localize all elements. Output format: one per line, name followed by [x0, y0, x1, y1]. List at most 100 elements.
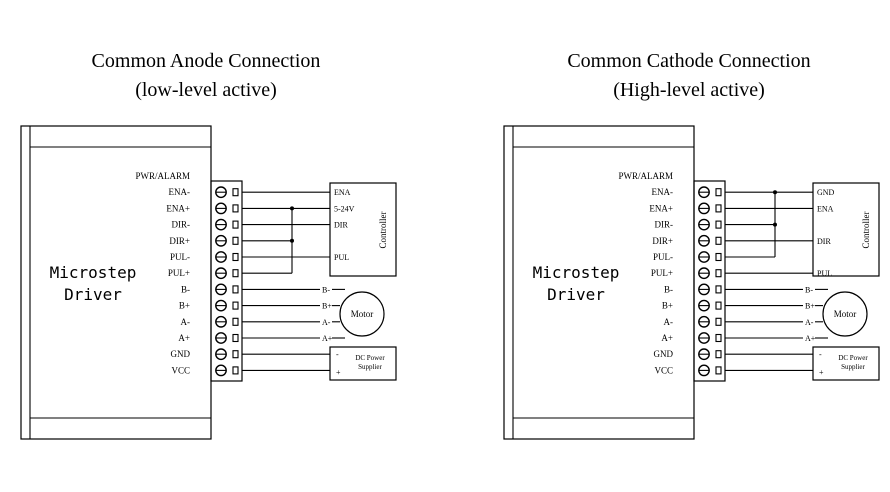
controller-title: Controller [861, 212, 871, 249]
terminal-socket [715, 350, 722, 359]
controller-box [812, 182, 880, 277]
panel-title: Common Cathode Connection [567, 50, 810, 72]
terminal-socket [232, 350, 239, 359]
pin-label-pul-: PUL+ [651, 268, 673, 278]
junction-dot [773, 190, 777, 195]
panel-title: Common Anode Connection [92, 50, 321, 72]
pin-label-a-: A+ [661, 333, 673, 343]
pin-label-ena-: ENA+ [166, 203, 190, 213]
terminal-socket [232, 220, 239, 229]
power-supply-box [329, 346, 397, 381]
terminal-block [693, 180, 726, 382]
panel-subtitle: (low-level active) [135, 79, 277, 101]
controller-label-ena: ENA [817, 204, 834, 213]
terminal-socket [232, 204, 239, 213]
pin-label-pul-: PUL+ [168, 268, 190, 278]
motor-label-aminus: A- [322, 318, 331, 327]
pin-label-a-: A- [181, 317, 191, 327]
terminal-socket [232, 333, 239, 343]
driver-label: Microstep [50, 263, 137, 282]
power-title: DC Power [355, 354, 385, 362]
pin-label-vcc: VCC [171, 365, 190, 375]
pin-label-ena-: ENA- [652, 187, 674, 197]
power-plus-label: + [819, 368, 824, 377]
controller-label-gnd: GND [817, 188, 835, 197]
pin-label-dir-: DIR- [172, 220, 191, 230]
terminal-socket [715, 236, 722, 245]
common-anode-panel: Common Anode Connection (low-level active… [20, 50, 397, 440]
motor-icon [822, 291, 868, 337]
terminal-socket [232, 301, 239, 310]
pin-label-b-: B+ [662, 301, 673, 311]
controller-label-ena: ENA [334, 188, 351, 197]
junction-dot [773, 222, 777, 227]
pin-label-gnd: GND [654, 349, 674, 359]
terminal-socket [232, 188, 239, 197]
motor-label-bminus: B- [805, 285, 813, 294]
motor-label-aplus: A+ [805, 334, 816, 343]
power-supply-box [812, 346, 880, 381]
controller-label-pul: PUL [334, 253, 349, 262]
driver-label: Driver [64, 285, 122, 304]
pin-label-pwr-alarm: PWR/ALARM [135, 171, 190, 181]
terminal-socket [232, 269, 239, 278]
driver-label: Driver [547, 285, 605, 304]
controller-label-pul: PUL [817, 269, 832, 278]
pin-label-b-: B- [664, 284, 673, 294]
pin-label-pwr-alarm: PWR/ALARM [618, 171, 673, 181]
terminal-socket [715, 317, 722, 326]
pin-label-a-: A- [664, 317, 674, 327]
terminal-socket [232, 285, 239, 294]
power-title: Supplier [358, 363, 382, 371]
motor-label-bplus: B+ [805, 302, 815, 311]
power-plus-label: + [336, 368, 341, 377]
motor-icon [339, 291, 385, 337]
pin-label-ena-: ENA+ [649, 203, 673, 213]
pin-label-dir-: DIR+ [652, 236, 673, 246]
pin-label-a-: A+ [178, 333, 190, 343]
common-cathode-panel: Common Cathode Connection (High-level act… [503, 50, 880, 440]
terminal-socket [715, 366, 722, 375]
pin-label-pul-: PUL- [653, 252, 673, 262]
terminal-socket [715, 269, 722, 278]
power-minus-label: - [336, 350, 339, 359]
terminal-socket [715, 204, 722, 213]
terminal-socket [715, 333, 722, 343]
junction-dot [290, 238, 294, 243]
pin-label-ena-: ENA- [169, 187, 191, 197]
terminal-socket [232, 252, 239, 262]
motor-title: Motor [351, 309, 374, 319]
terminal-socket [715, 285, 722, 294]
terminal-socket [232, 317, 239, 326]
controller-label-dir: DIR [817, 237, 831, 246]
motor-label-bplus: B+ [322, 302, 332, 311]
driver-label: Microstep [533, 263, 620, 282]
junction-dot [290, 206, 294, 211]
terminal-socket [715, 220, 722, 229]
power-title: Supplier [841, 363, 865, 371]
panel-subtitle: (High-level active) [613, 79, 765, 101]
terminal-socket [715, 252, 722, 262]
terminal-socket [232, 366, 239, 375]
pin-label-dir-: DIR- [655, 220, 674, 230]
pin-label-gnd: GND [171, 349, 191, 359]
terminal-block [210, 180, 243, 382]
motor-title: Motor [834, 309, 857, 319]
terminal-socket [715, 188, 722, 197]
motor-label-bminus: B- [322, 285, 330, 294]
pin-label-b-: B- [181, 284, 190, 294]
controller-label-dir: DIR [334, 221, 348, 230]
power-minus-label: - [819, 350, 822, 359]
pin-label-pul-: PUL- [170, 252, 190, 262]
controller-label-5-24v: 5-24V [334, 204, 355, 213]
motor-label-aplus: A+ [322, 334, 333, 343]
controller-box [329, 182, 397, 277]
terminal-socket [715, 301, 722, 310]
pin-label-dir-: DIR+ [169, 236, 190, 246]
controller-title: Controller [378, 212, 388, 249]
pin-label-vcc: VCC [654, 365, 673, 375]
power-title: DC Power [838, 354, 868, 362]
terminal-socket [232, 236, 239, 245]
motor-label-aminus: A- [805, 318, 814, 327]
